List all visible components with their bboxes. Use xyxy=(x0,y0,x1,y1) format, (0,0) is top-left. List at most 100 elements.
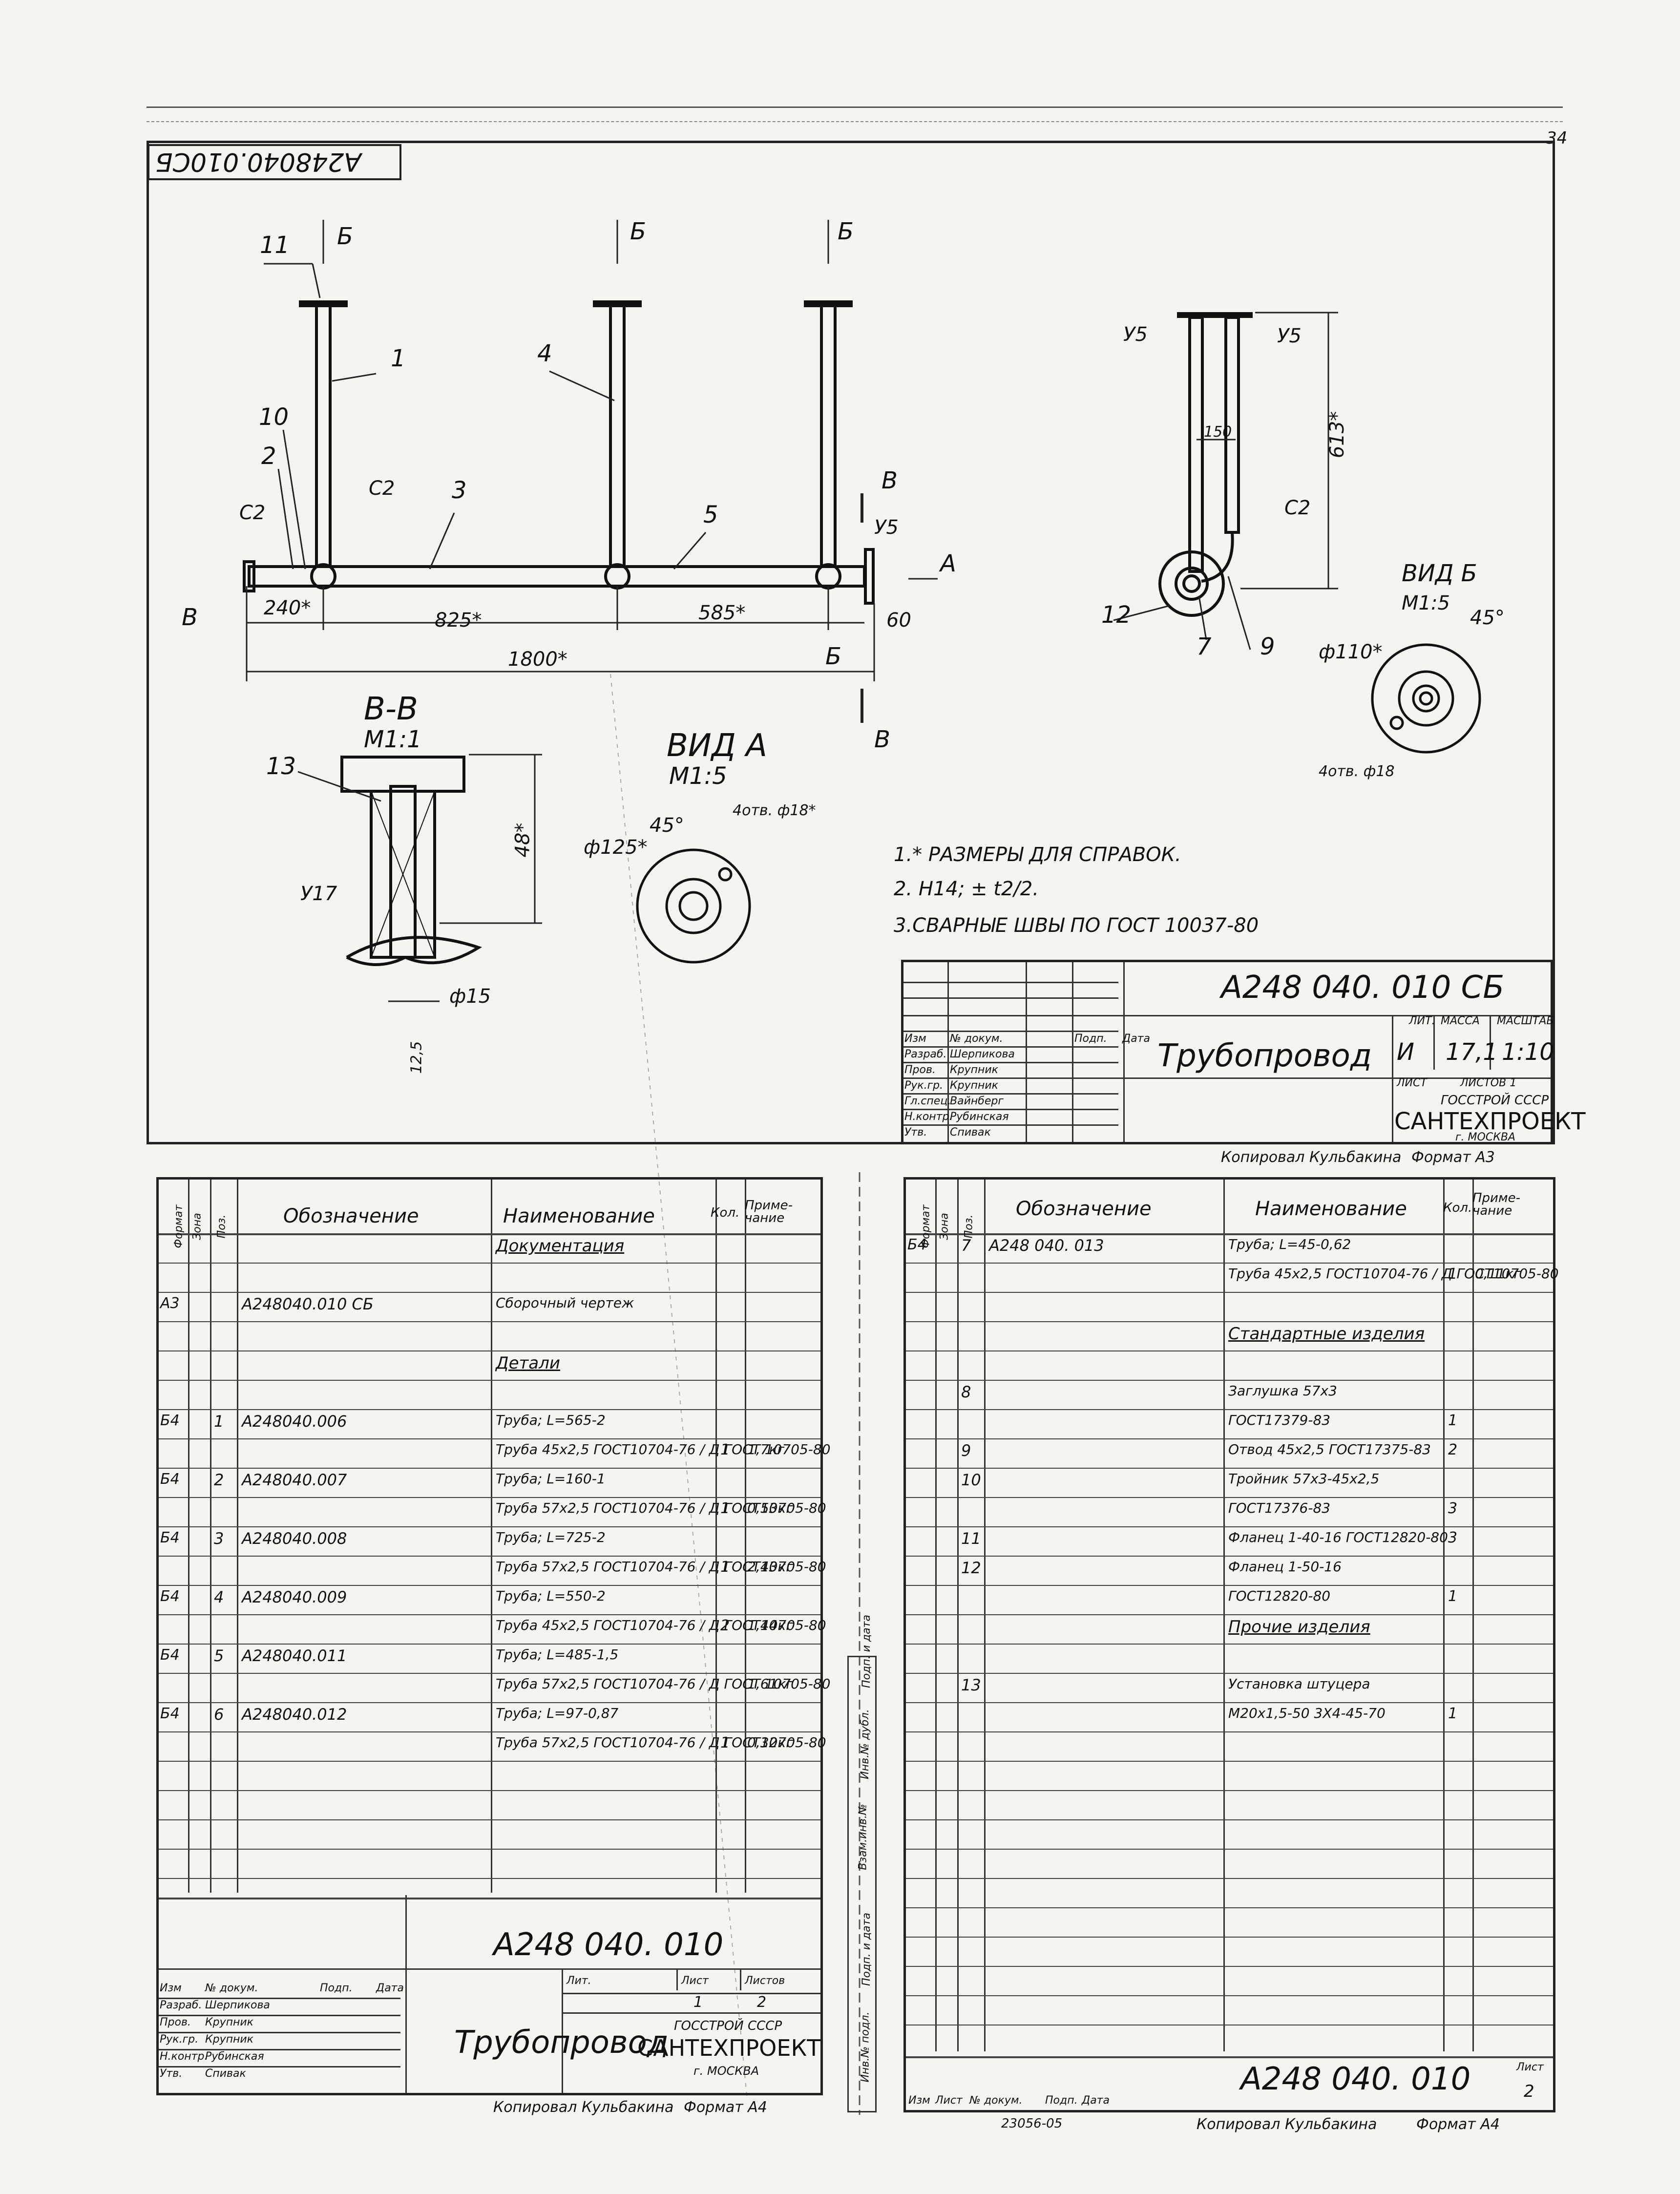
spec-name: Труба; L=550-2 xyxy=(496,1588,606,1604)
leader-12 xyxy=(1113,605,1170,621)
spec-qty: 2 xyxy=(720,1617,730,1634)
spec-format: Б4 xyxy=(160,1529,180,1546)
title-block-sheet1 xyxy=(901,960,1553,1144)
tb-scale-label: МАСШТАБ xyxy=(1497,1015,1554,1027)
weld-y5-1: У5 xyxy=(874,516,899,539)
spec-right-h-note: Приме-чание xyxy=(1472,1191,1520,1218)
right-tb-head-1: Лист xyxy=(935,2094,963,2107)
tb-role-4: Н.контр. xyxy=(904,1111,953,1123)
spec-pos: 6 xyxy=(214,1705,224,1724)
spec-right xyxy=(903,1177,1555,2112)
view-b-hole xyxy=(1389,716,1404,730)
left-tb-name-3: Рубинская xyxy=(205,2050,264,2063)
spec-left-h-zone: Зона xyxy=(191,1213,204,1240)
spec-name: Труба; L=45-0,62 xyxy=(1228,1236,1351,1252)
spec-note: 1,7кг xyxy=(747,1441,785,1457)
footer-format-3: Формат А4 xyxy=(1416,2116,1500,2133)
spec-name: М20х1,5-50 3Х4-45-70 xyxy=(1228,1705,1386,1721)
weld-c2-1: С2 xyxy=(239,502,266,524)
weld-y17: У17 xyxy=(300,883,337,905)
spec-note: 0,32кг xyxy=(747,1734,793,1751)
view-a-diameter: ф125* xyxy=(584,836,648,859)
spec-name: Фланец 1-50-16 xyxy=(1228,1559,1342,1575)
spec-pos: 1 xyxy=(214,1412,224,1431)
spec-pos: 5 xyxy=(214,1646,224,1665)
spec-name: Труба; L=97-0,87 xyxy=(496,1705,619,1721)
dim-48: 48* xyxy=(511,823,534,858)
view-b-pipe xyxy=(1412,684,1440,713)
spec-name: Документация xyxy=(496,1236,625,1256)
view-b xyxy=(1371,643,1481,754)
spec-format: Б4 xyxy=(160,1705,180,1722)
tb-org2: САНТЕХПРОЕКТ xyxy=(1394,1108,1586,1135)
leader-9 xyxy=(1227,576,1251,650)
spec-name: Труба 45х2,5 ГОСТ10704-76 / Д ГОСТ 10705… xyxy=(496,1441,831,1457)
callout-7: 7 xyxy=(1197,633,1212,660)
spec-pos: 7 xyxy=(961,1236,971,1255)
tb-head-0: Изм xyxy=(904,1033,926,1045)
hatch-b xyxy=(371,791,435,958)
tb-name-0: Шерпикова xyxy=(950,1048,1015,1060)
view-a-ring xyxy=(665,878,722,934)
left-tb-head-3: Подп. xyxy=(320,1982,353,1994)
top-rule xyxy=(147,106,1563,108)
tb-sheets-label: ЛИСТОВ 1 xyxy=(1460,1077,1517,1089)
left-tb-role-0: Разраб. xyxy=(160,1999,202,2011)
left-tb-sheet-label: Лист xyxy=(681,1975,709,1987)
spec-pos: 2 xyxy=(214,1471,224,1489)
spec-name: Труба 57х2,5 ГОСТ10704-76 / Д ГОСТ 10705… xyxy=(496,1676,831,1692)
dim-150: 150 xyxy=(1204,423,1232,441)
spec-format: А3 xyxy=(160,1295,180,1312)
dim-1800: 1800* xyxy=(508,648,567,671)
spec-note: 1,44кг xyxy=(747,1617,793,1633)
tee-1 xyxy=(310,563,336,590)
tb-name-5: Спивак xyxy=(950,1126,991,1139)
right-tb-head-0: Изм xyxy=(908,2094,930,2107)
view-b-angle: 45° xyxy=(1470,607,1505,629)
corner-code-box xyxy=(147,144,401,180)
callout-3: 3 xyxy=(452,477,467,504)
view-b-diameter: ф110* xyxy=(1319,641,1383,663)
spec-qty: 3 xyxy=(1448,1529,1458,1546)
spec-left-h-qty: Кол. xyxy=(711,1205,740,1220)
spec-qty: 1 xyxy=(720,1734,730,1751)
leader-11b xyxy=(312,263,321,298)
view-a-holes: 4отв. ф18* xyxy=(733,802,816,819)
view-a-pipe xyxy=(678,891,709,921)
section-vv xyxy=(340,756,482,966)
spec-name: Труба 57х2,5 ГОСТ10704-76 / Д ГОСТ10705-… xyxy=(496,1559,826,1575)
leader-4 xyxy=(549,370,615,401)
leader-3 xyxy=(429,512,455,570)
tb-role-3: Гл.спец. xyxy=(904,1095,951,1107)
left-tb-role-3: Н.контр. xyxy=(160,2050,208,2063)
view-a-flange xyxy=(636,848,751,964)
spec-name: Детали xyxy=(496,1353,560,1373)
spec-qty: 1 xyxy=(720,1441,730,1458)
tb-sheet-label: ЛИСТ xyxy=(1397,1077,1427,1089)
left-tb-code: А248 040. 010 xyxy=(493,1927,724,1963)
spec-qty: 1 xyxy=(1448,1588,1458,1605)
left-tb-name-4: Спивак xyxy=(205,2067,246,2080)
spec-note: 0,53кг xyxy=(747,1500,793,1516)
spec-left-h-pos: Поз. xyxy=(215,1214,228,1239)
spec-designation: А248040.011 xyxy=(242,1646,347,1665)
weld-c2-2: С2 xyxy=(369,477,395,500)
dim-240: 240* xyxy=(264,597,311,619)
tb-role-5: Утв. xyxy=(904,1126,927,1139)
right-tb-head-2: № докум. xyxy=(969,2094,1023,2107)
section-b-4: Б xyxy=(825,643,841,670)
left-tb-role-4: Утв. xyxy=(160,2067,183,2080)
side-pipe-inner xyxy=(1182,574,1201,593)
spec-designation: А248040.008 xyxy=(242,1529,347,1548)
side-pipe-section xyxy=(1175,567,1209,601)
leader-2 xyxy=(277,468,294,570)
side-flange-12 xyxy=(1158,550,1225,617)
footer-copy-3: Копировал Кульбакина xyxy=(1197,2116,1377,2133)
weld-y5-3: У5 xyxy=(1277,325,1302,347)
spec-name: Труба 45х2,5 ГОСТ10704-76 / Д ГОСТ10705-… xyxy=(496,1617,826,1633)
branch-1 xyxy=(315,304,332,568)
spec-pos: 8 xyxy=(961,1383,971,1401)
spec-qty: 1 xyxy=(1448,1705,1458,1722)
spec-name: Труба 57х2,5 ГОСТ10704-76 / Д ГОСТ10705-… xyxy=(496,1734,826,1751)
